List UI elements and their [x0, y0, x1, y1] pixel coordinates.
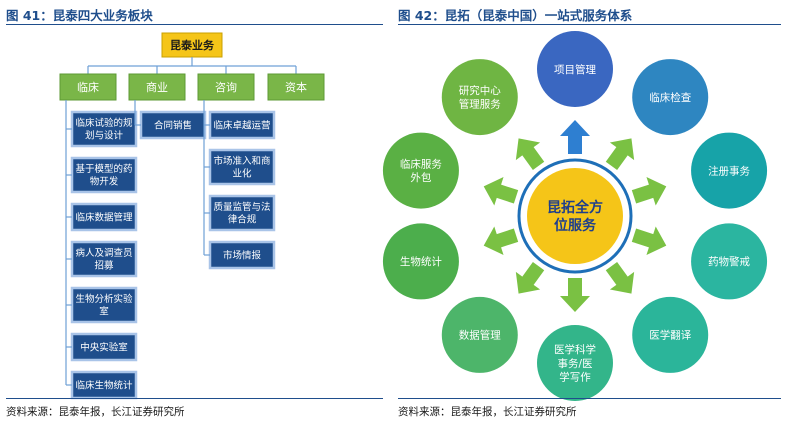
service-node-circle [537, 31, 613, 107]
service-node-label: 临床检查 [649, 91, 691, 104]
category-node-box [128, 73, 186, 101]
direction-arrow [605, 262, 635, 294]
arrow-shape [483, 177, 519, 206]
arrow-shape [560, 120, 590, 154]
service-node-circle [691, 223, 768, 300]
sub-node-label: 合同销售 [154, 119, 192, 131]
sub-node-label: 质量监管与法律合规 [213, 201, 270, 225]
arrow-shape [515, 138, 545, 170]
sub-node-box [70, 202, 138, 232]
direction-arrow [560, 278, 590, 312]
direction-arrow [605, 138, 635, 170]
sub-node-label: 病人及调查员招募 [75, 247, 132, 271]
sub-node-box [70, 332, 138, 362]
service-node-circle [632, 59, 709, 136]
sub-node-label: 市场情报 [223, 249, 262, 261]
arrow-shape [483, 226, 519, 255]
service-node-label: 数据管理 [459, 329, 501, 342]
service-node-circle [441, 59, 518, 136]
sub-node-box [139, 110, 207, 140]
left-source-rule [6, 398, 383, 399]
right-figure-title: 图 42：昆拓（昆泰中国）一站式服务体系 [398, 8, 633, 23]
category-node-box [267, 73, 325, 101]
category-node-label: 咨询 [215, 80, 237, 94]
arrow-shape [605, 138, 635, 170]
service-node-circle [382, 132, 459, 209]
service-node-label: 生物统计 [400, 255, 442, 268]
direction-arrow [483, 177, 519, 206]
arrow-shape [631, 177, 667, 206]
service-node-label: 研究中心管理服务 [459, 84, 501, 111]
sub-node-box [70, 156, 138, 194]
service-node-label: 药物警戒 [708, 255, 750, 268]
direction-arrow [483, 226, 519, 255]
sub-node-label: 生物分析实验室 [75, 293, 133, 317]
sub-node-label: 临床试验的规划与设计 [75, 117, 133, 141]
sub-node-label: 中央实验室 [80, 341, 128, 353]
direction-arrow [560, 120, 590, 154]
service-node-circle [691, 132, 768, 209]
direction-arrow [515, 138, 545, 170]
left-figure-title: 图 41：昆泰四大业务板块 [6, 8, 153, 23]
arrow-shape [631, 226, 667, 255]
service-node-circle [441, 296, 518, 373]
category-node-label: 商业 [146, 80, 168, 94]
sub-node-label: 临床卓越运营 [213, 119, 270, 131]
right-title-rule [398, 24, 781, 25]
service-node-label: 医学科学事务/医学写作 [554, 343, 596, 383]
arrow-shape [515, 262, 545, 294]
sub-node-box [208, 240, 276, 270]
service-node-circle [632, 296, 709, 373]
right-source-note: 资料来源：昆泰年报，长江证券研究所 [398, 406, 577, 418]
category-node-box [59, 73, 117, 101]
category-node-label: 资本 [285, 80, 307, 94]
direction-arrow [631, 177, 667, 206]
service-node-circle [382, 223, 459, 300]
service-node-label: 临床服务外包 [400, 158, 442, 185]
left-title-rule [6, 24, 383, 25]
sub-node-label: 临床数据管理 [75, 211, 133, 223]
category-node-box [197, 73, 255, 101]
sub-node-label: 基于模型的药物开发 [75, 163, 132, 187]
service-node-label: 项目管理 [554, 63, 596, 76]
arrow-shape [560, 278, 590, 312]
arrow-shape [605, 262, 635, 294]
category-node-label: 临床 [77, 80, 99, 94]
right-source-rule [398, 398, 781, 399]
center-disc [527, 168, 623, 264]
direction-arrow [631, 226, 667, 255]
direction-arrow [515, 262, 545, 294]
service-node-circle [537, 325, 613, 401]
service-node-label: 医学翻译 [649, 329, 691, 342]
root-node-box [161, 32, 223, 58]
service-node-label: 注册事务 [708, 164, 750, 177]
root-node-label: 昆泰业务 [170, 38, 215, 52]
sub-node-label: 临床生物统计 [75, 379, 133, 391]
left-source-note: 资料来源：昆泰年报，长江证券研究所 [6, 406, 185, 418]
center-label: 昆拓全方位服务 [547, 199, 603, 234]
sub-node-label: 市场准入和商业化 [213, 155, 270, 179]
